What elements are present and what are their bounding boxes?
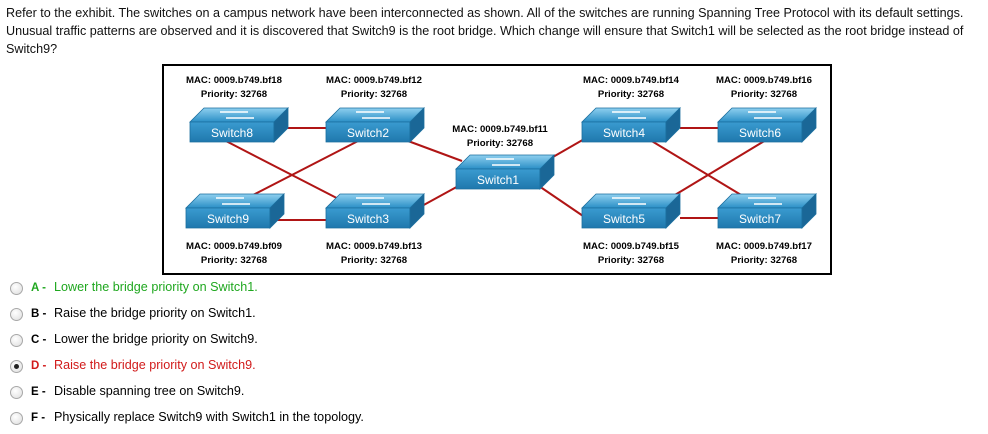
switch7-priority: Priority: 32768 <box>731 255 798 266</box>
switch5-priority: Priority: 32768 <box>598 255 665 266</box>
switch6-mac: MAC: 0009.b749.bf16 <box>716 75 812 86</box>
switch2-mac: MAC: 0009.b749.bf12 <box>326 75 422 86</box>
question-text: Refer to the exhibit. The switches on a … <box>6 6 964 56</box>
switch8-priority: Priority: 32768 <box>201 89 268 100</box>
switch8-name: Switch8 <box>211 126 253 140</box>
switch3-icon: Switch3 <box>325 193 425 229</box>
answer-text: Disable spanning tree on Switch9. <box>54 384 245 398</box>
radio-button-icon[interactable] <box>10 334 23 347</box>
answer-letter: D - <box>31 360 47 372</box>
radio-button-icon[interactable] <box>10 386 23 399</box>
switch3-priority: Priority: 32768 <box>341 255 408 266</box>
switch2-priority: Priority: 32768 <box>341 89 408 100</box>
switch9-name: Switch9 <box>207 212 249 226</box>
switch7-name: Switch7 <box>739 212 781 226</box>
switch5-mac: MAC: 0009.b749.bf15 <box>583 241 680 252</box>
switch6-icon: Switch6 <box>717 107 817 143</box>
answer-letter: F - <box>31 412 46 424</box>
radio-button-icon[interactable] <box>10 308 23 321</box>
switch9-priority: Priority: 32768 <box>201 255 268 266</box>
switch8-mac: MAC: 0009.b749.bf18 <box>186 75 283 86</box>
answer-text: Raise the bridge priority on Switch9. <box>54 358 256 372</box>
switch4-icon: Switch4 <box>581 107 681 143</box>
switch5-name: Switch5 <box>603 212 645 226</box>
switch3-mac: MAC: 0009.b749.bf13 <box>326 241 422 252</box>
answer-letter: B - <box>31 308 47 320</box>
answer-option-e[interactable]: E - Disable spanning tree on Switch9. <box>10 383 570 403</box>
answer-option-a[interactable]: A - Lower the bridge priority on Switch1… <box>10 279 570 299</box>
answer-text: Lower the bridge priority on Switch9. <box>54 332 258 346</box>
switch7-icon: Switch7 <box>717 193 817 229</box>
switch2-icon: Switch2 <box>325 107 425 143</box>
switch9-icon: Switch9 <box>185 193 285 229</box>
answer-letter: E - <box>31 386 46 398</box>
radio-button-icon[interactable] <box>10 412 23 425</box>
answer-text: Raise the bridge priority on Switch1. <box>54 306 256 320</box>
switch6-name: Switch6 <box>739 126 781 140</box>
answer-letter: A - <box>31 282 46 294</box>
switch5-icon: Switch5 <box>581 193 681 229</box>
answer-option-b[interactable]: B - Raise the bridge priority on Switch1… <box>10 305 570 325</box>
radio-button-icon[interactable] <box>10 360 23 373</box>
answer-letter: C - <box>31 334 47 346</box>
switch1-priority: Priority: 32768 <box>467 138 534 149</box>
answer-option-d[interactable]: D - Raise the bridge priority on Switch9… <box>10 357 570 377</box>
topology-diagram: MAC: 0009.b749.bf18 Priority: 32768 Swit… <box>185 75 817 266</box>
switch4-mac: MAC: 0009.b749.bf14 <box>583 75 680 86</box>
switch4-name: Switch4 <box>603 126 645 140</box>
switch9-mac: MAC: 0009.b749.bf09 <box>186 241 282 252</box>
switch1-mac: MAC: 0009.b749.bf11 <box>452 124 548 135</box>
answer-text: Physically replace Switch9 with Switch1 … <box>54 410 364 424</box>
switch1-name: Switch1 <box>477 173 519 187</box>
switch4-priority: Priority: 32768 <box>598 89 665 100</box>
radio-button-icon[interactable] <box>10 282 23 295</box>
switch6-priority: Priority: 32768 <box>731 89 798 100</box>
switch2-name: Switch2 <box>347 126 389 140</box>
answer-option-c[interactable]: C - Lower the bridge priority on Switch9… <box>10 331 570 351</box>
switch8-icon: Switch8 <box>189 107 289 143</box>
switch1-icon: Switch1 <box>455 154 555 190</box>
link-switch1-switch5 <box>535 183 587 219</box>
answer-option-f[interactable]: F - Physically replace Switch9 with Swit… <box>10 409 570 429</box>
network-exhibit: MAC: 0009.b749.bf18 Priority: 32768 Swit… <box>162 64 832 275</box>
answer-text: Lower the bridge priority on Switch1. <box>54 280 258 294</box>
switch7-mac: MAC: 0009.b749.bf17 <box>716 241 812 252</box>
switch3-name: Switch3 <box>347 212 389 226</box>
